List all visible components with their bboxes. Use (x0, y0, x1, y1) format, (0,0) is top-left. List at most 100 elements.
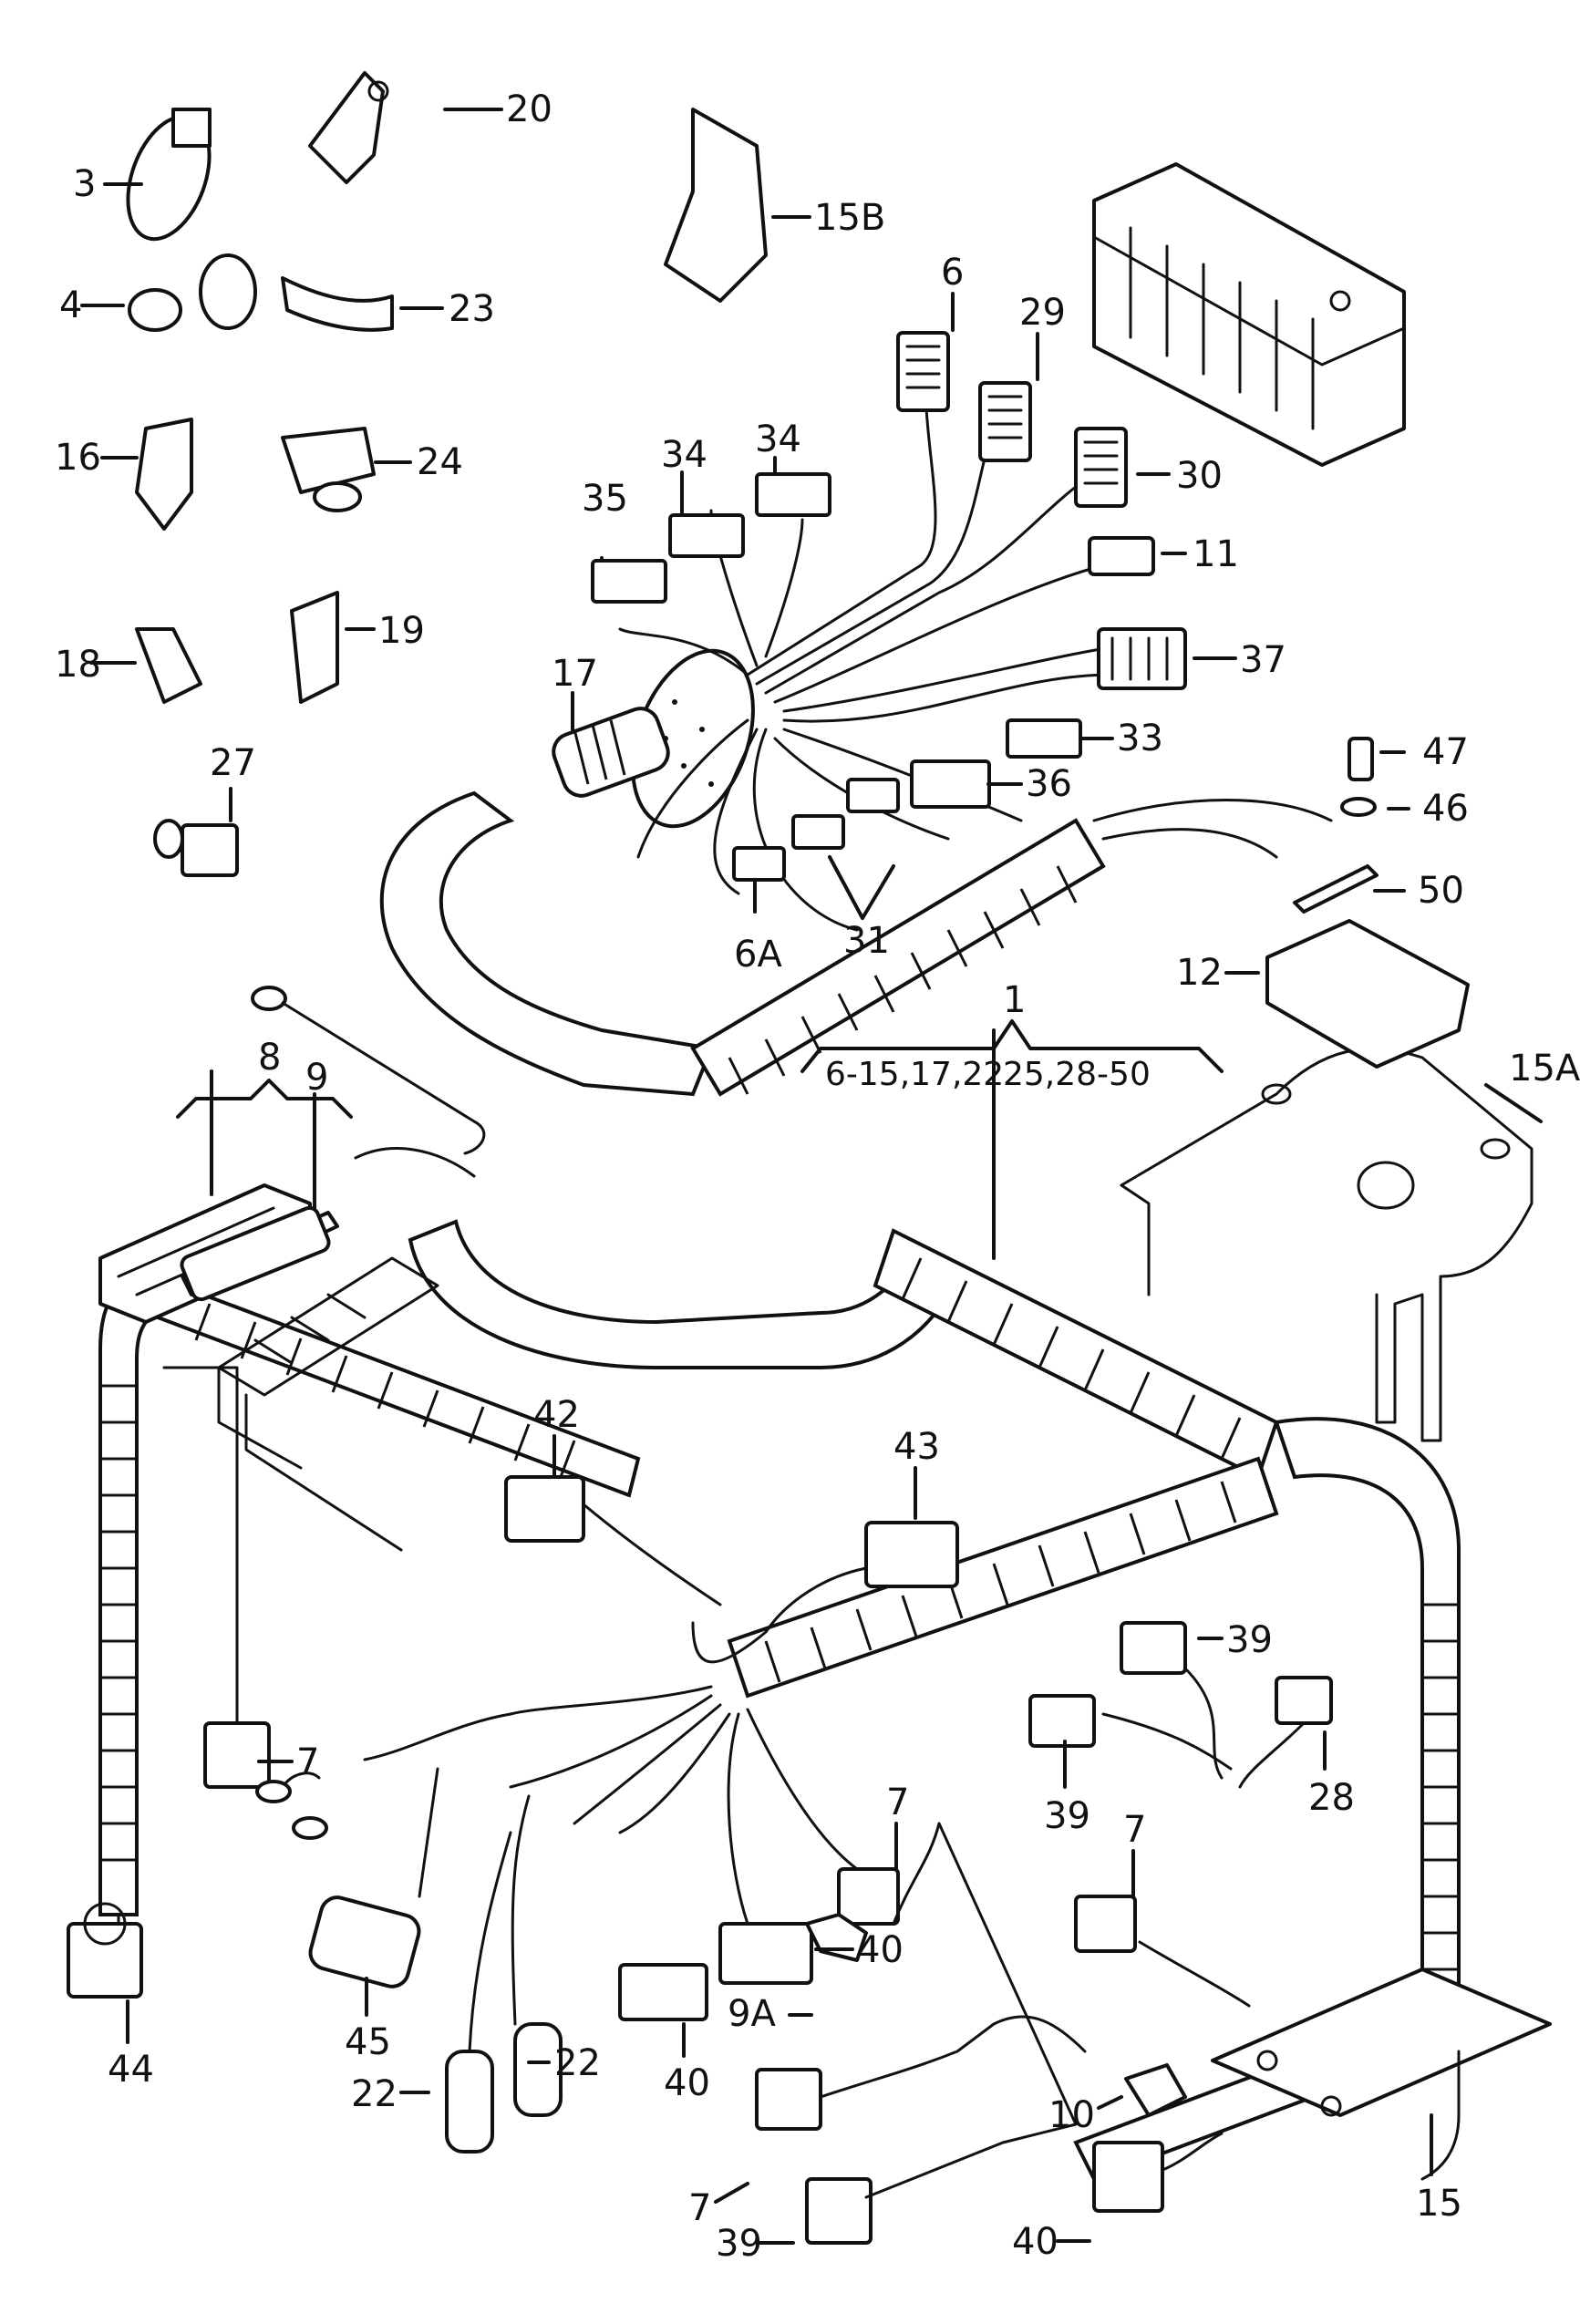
clip-19 (290, 591, 339, 704)
upper-branch-wires (618, 345, 1333, 932)
washer-46 (1340, 797, 1377, 817)
callout-50: 50 (1418, 870, 1464, 912)
ecu-housing-grid (217, 1256, 439, 1552)
callout-30: 30 (1176, 455, 1223, 497)
bolt-47 (1348, 737, 1374, 781)
callout-37: 37 (1240, 639, 1286, 681)
callout-19: 19 (378, 610, 425, 652)
tie-23 (281, 276, 394, 332)
connector-6A (732, 846, 786, 882)
pin-27 (153, 819, 239, 877)
callout-6: 6 (941, 252, 964, 294)
callout-22-left: 22 (351, 2073, 398, 2115)
leader-lines (80, 108, 1543, 2245)
connector-7-center (837, 1867, 900, 1926)
callout-34-left: 34 (661, 434, 707, 476)
callout-15B: 15B (814, 197, 885, 239)
callout-8: 8 (258, 1037, 281, 1079)
callout-39-bottom: 39 (716, 2223, 762, 2265)
connector-40-center (718, 1922, 813, 1985)
cable-tie-3 (126, 108, 212, 242)
connector-34-right (755, 472, 831, 517)
conduit-right-vertical (1274, 1417, 1461, 2053)
connector-37 (1097, 627, 1187, 690)
connector-7-right (1074, 1895, 1137, 1953)
connector-29 (978, 381, 1032, 462)
callout-15: 15 (1416, 2183, 1462, 2225)
connector-31-a (846, 778, 900, 813)
callout-22-right: 22 (554, 2042, 601, 2084)
ecu-seal-9 (180, 1205, 331, 1302)
callout-9: 9 (305, 1057, 328, 1099)
clip-10 (1124, 2063, 1187, 2117)
callout-12: 12 (1176, 952, 1223, 994)
callout-34-right: 34 (755, 418, 801, 460)
connector-35 (591, 559, 667, 604)
connector-7-left (203, 1721, 271, 1789)
clip-18 (135, 627, 202, 704)
conduit-lower-long (727, 1456, 1279, 1699)
callout-28: 28 (1308, 1777, 1355, 1819)
connector-11 (1088, 536, 1155, 576)
clip-4 (128, 253, 257, 332)
callout-labels: 3 20 15B 4 23 6 29 16 24 34 34 30 35 11 … (55, 88, 1580, 2265)
callout-4: 4 (59, 284, 82, 326)
lower-branch-wires (117, 1366, 1461, 2199)
callout-29: 29 (1019, 292, 1066, 334)
clip-16 (135, 418, 193, 531)
connector-39-bottom (805, 2177, 873, 2245)
conduit-left-vertical (98, 1274, 167, 1916)
clip-15B (664, 108, 768, 303)
sensor-22-left (445, 2050, 494, 2154)
callout-44: 44 (108, 2049, 154, 2091)
callout-7-bottom: 7 (688, 2187, 711, 2229)
ground-lead (251, 986, 486, 1155)
connector-44 (67, 1902, 143, 1999)
connector-33 (1006, 718, 1082, 759)
callout-15A: 15A (1509, 1048, 1580, 1090)
callout-40-bottom: 40 (1012, 2221, 1058, 2263)
conduit-middle-loop (408, 1219, 951, 1369)
callout-39-mid: 39 (1044, 1795, 1090, 1837)
callout-27: 27 (210, 742, 256, 784)
callout-42: 42 (533, 1394, 580, 1436)
callout-20: 20 (506, 88, 552, 130)
connector-30 (1074, 427, 1128, 508)
callout-17: 17 (552, 653, 598, 695)
callout-3: 3 (73, 163, 96, 205)
fuse-box (1092, 162, 1406, 467)
callout-35: 35 (582, 478, 628, 520)
callout-18: 18 (55, 644, 101, 686)
connector-40-bottom (1092, 2141, 1164, 2213)
bracket-15A (1120, 1047, 1534, 1442)
connector-43 (864, 1521, 959, 1588)
connector-6 (896, 331, 950, 412)
corrugation-ribs (100, 865, 1459, 1971)
callout-6A: 6A (734, 934, 782, 976)
grommet-17 (552, 648, 755, 829)
connector-39-top (1120, 1621, 1187, 1675)
connector-40-left (618, 1963, 708, 2021)
callout-39-top: 39 (1226, 1619, 1273, 1661)
callout-36: 36 (1026, 763, 1072, 805)
connector-7-bottom (755, 2068, 822, 2131)
callout-10: 10 (1048, 2094, 1095, 2136)
connector-28 (1275, 1676, 1333, 1725)
callout-1: 1 (1003, 979, 1026, 1021)
connector-45 (308, 1895, 421, 1988)
conduit-upper-loop (379, 790, 714, 1097)
callout-7-right: 7 (1123, 1809, 1146, 1851)
conduit-upper-right (690, 818, 1106, 1097)
callout-46: 46 (1422, 788, 1469, 830)
callout-31: 31 (843, 920, 890, 962)
callout-43: 43 (893, 1426, 940, 1468)
callout-23: 23 (449, 288, 495, 330)
callout-7-center: 7 (886, 1782, 909, 1823)
main-harness (98, 790, 1461, 2182)
clip-20 (308, 71, 389, 184)
callout-24: 24 (417, 441, 463, 483)
callout-40-center: 40 (857, 1929, 904, 1971)
group-note-right: 25,28-50 (1003, 1056, 1151, 1093)
connector-39-mid (1028, 1694, 1096, 1748)
